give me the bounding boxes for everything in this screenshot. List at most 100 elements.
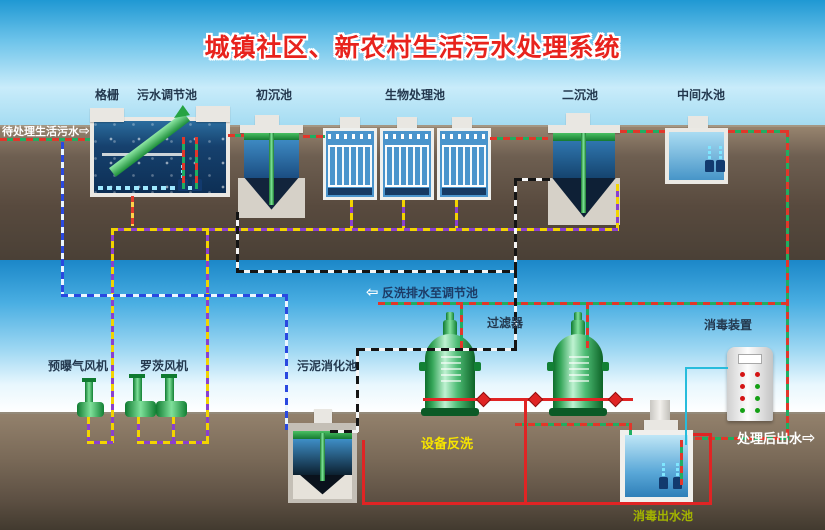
pre-aeration-blower-pipe (85, 381, 93, 405)
label-backwash-return: ⇦ 反洗排水至调节池 (366, 283, 478, 301)
indicator-light (755, 384, 760, 389)
handrail (328, 134, 372, 139)
pipe-sludge-secondary-run (514, 178, 550, 181)
pipe-primary-to-bio (303, 135, 325, 138)
regtank-right-curb (196, 106, 230, 122)
bio-cell-1 (323, 128, 377, 200)
outlet-pedestal-riser (650, 400, 670, 422)
intermediate-pedestal (688, 116, 708, 128)
right-arrow-icon: ⇨ (79, 124, 90, 139)
pipe-filter2-drop (586, 302, 589, 348)
pipe-filter1-drop (460, 302, 463, 348)
filter1-skirt (421, 408, 479, 416)
membrane-modules (328, 145, 372, 187)
filter2-cap (571, 320, 585, 337)
handrail (385, 134, 429, 139)
roots-blower1-body (125, 401, 156, 417)
pipe-blower1-run (87, 441, 113, 444)
pipe-dosing-drop (685, 367, 687, 445)
pipe-blower2-drop (137, 417, 140, 443)
vessel-nub (474, 362, 481, 371)
indicator-light (740, 408, 745, 413)
filter2-cap-upper (574, 312, 582, 321)
pipe-downcomer-right (786, 130, 789, 440)
membrane-modules (442, 145, 486, 187)
label-regulating-tank: 污水调节池 (137, 88, 198, 102)
regtank-left-curb (90, 108, 124, 122)
indicator-light (740, 396, 745, 401)
ground-lower (0, 412, 825, 530)
roots-blower2-body (156, 401, 187, 417)
bio-pedestal (340, 117, 360, 128)
pipe-regtank-to-primary (228, 134, 244, 137)
pipe-filter-feed (378, 302, 788, 305)
pipe-air-riser-2 (206, 228, 209, 443)
indicator-light (740, 372, 745, 377)
pipe-sludge-lower-run (357, 348, 517, 351)
backwash-return-text: 反洗排水至调节池 (381, 286, 478, 300)
label-biological-treatment: 生物处理池 (385, 88, 446, 102)
pipe-air-header (111, 228, 619, 231)
primary-shaft (269, 133, 274, 205)
pipe-backwash-left-riser (362, 440, 365, 504)
pipe-air-bio1 (350, 200, 353, 228)
bio-base (328, 188, 372, 195)
bio-pedestal (397, 117, 417, 128)
vessel-nub (419, 362, 426, 371)
bio-base (442, 188, 486, 195)
right-arrow-icon: ⇨ (802, 428, 816, 447)
pipe-air-bio2 (402, 200, 405, 228)
roots-blower2-pipe (165, 377, 174, 404)
submersible-pump (673, 477, 682, 489)
label-pre-aeration-blower: 预曝气风机 (48, 359, 109, 373)
pre-aeration-blower-flange (82, 378, 96, 382)
pipe-sludge-secondary-drop (514, 178, 517, 272)
sludge-digestion-tank (288, 423, 357, 503)
pump-jet (676, 463, 679, 476)
pipe-backwash-right-riser (709, 433, 712, 504)
label-disinfection-outlet-tank: 消毒出水池 (633, 509, 694, 523)
pipe-backwash-drop (524, 398, 527, 504)
submersible-pump (705, 160, 714, 172)
roots-blower2-flange (161, 374, 177, 378)
pipe-air-secondary (616, 184, 619, 228)
pipe-air-bio3 (455, 200, 458, 228)
submersible-pump (659, 477, 668, 489)
digester-pedestal (314, 409, 332, 425)
pipe-outlet-tank-inlet (629, 423, 632, 435)
filter1-cap-upper (446, 312, 454, 321)
pipe-blower1-drop (87, 417, 90, 443)
pump-jet (708, 146, 711, 159)
pipe-preair-riser (61, 142, 64, 296)
roots-blower1-flange (129, 374, 145, 378)
pipe-blower23-run (137, 441, 209, 444)
primary-pedestal (255, 115, 279, 127)
outlet-pedestal-slab (644, 420, 678, 432)
bio-pedestal (452, 117, 472, 128)
indicator-light (755, 408, 760, 413)
label-roots-blower: 罗茨风机 (140, 359, 189, 373)
pipe-preair-drop (285, 294, 288, 430)
label-sludge-digestion-tank: 污泥消化池 (297, 359, 358, 373)
pipe-secondary-to-intermediate (620, 130, 665, 133)
pipe-intermediate-out (728, 130, 788, 133)
label-effluent: 处理后出水⇨ (737, 428, 815, 447)
filter-vessel-2 (547, 334, 609, 414)
sky-upper (0, 0, 825, 125)
effluent-text: 处理后出水 (737, 431, 803, 446)
pipe-to-effluent (695, 437, 787, 440)
bio-cell-3 (437, 128, 491, 200)
pump-jet (662, 463, 665, 476)
label-intermediate-tank: 中间水池 (677, 88, 726, 102)
label-influent: 待处理生活污水⇨ (2, 123, 90, 139)
pipe-preair-run (61, 294, 287, 297)
pump-jet (719, 146, 722, 159)
cabinet-screen (738, 354, 762, 364)
digester-hopper (293, 475, 352, 499)
label-disinfection-device: 消毒装置 (704, 318, 753, 332)
pump-riser-1 (182, 137, 185, 189)
pipe-influent (0, 138, 90, 141)
pipe-air-riser-1 (111, 228, 114, 443)
pipe-sludge-down (514, 270, 517, 350)
pipe-sludge-primary-drop (236, 212, 239, 272)
